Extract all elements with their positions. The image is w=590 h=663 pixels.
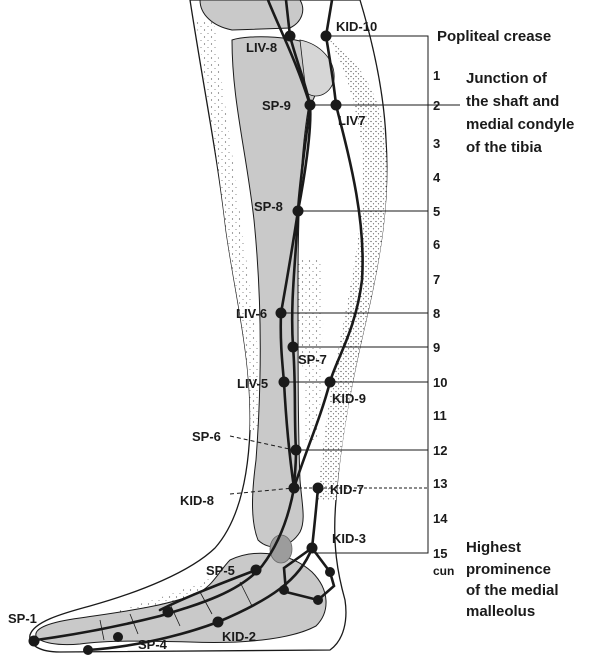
liv7-label: LIV7 (338, 113, 365, 128)
sp9-point[interactable] (305, 100, 316, 111)
scale-5: 5 (433, 204, 440, 219)
scale-4: 4 (433, 170, 441, 185)
sp7-point[interactable] (288, 342, 299, 353)
kid3-point[interactable] (307, 543, 318, 554)
malleolus-note-3: of the medial (466, 582, 559, 599)
sp9-label: SP-9 (262, 98, 291, 113)
junction-note-1: Junction of (466, 70, 548, 87)
sp4-point[interactable] (163, 607, 174, 618)
sp7-label: SP-7 (298, 352, 327, 367)
scale-9: 9 (433, 340, 440, 355)
liv8-label: LIV-8 (246, 40, 277, 55)
malleolus-note-4: malleolus (466, 603, 535, 620)
scale-10: 10 (433, 375, 447, 390)
junction-note-4: of the tibia (466, 139, 542, 156)
scale-15: 15 (433, 546, 447, 561)
sp6-point[interactable] (291, 445, 302, 456)
sp1-label: SP-1 (8, 611, 37, 626)
kid7-label: KID-7 (330, 482, 364, 497)
kid8-point[interactable] (289, 483, 300, 494)
scale-3: 3 (433, 136, 440, 151)
sp1-point[interactable] (29, 636, 40, 647)
kid10-label: KID-10 (336, 19, 377, 34)
liv6-point[interactable] (276, 308, 287, 319)
scale-8: 8 (433, 306, 440, 321)
scale-12: 12 (433, 443, 447, 458)
scale-2: 2 (433, 98, 440, 113)
sp5-point[interactable] (251, 565, 262, 576)
kid3-label: KID-3 (332, 531, 366, 546)
scale-11: 11 (433, 408, 447, 423)
sp3-point[interactable] (113, 632, 123, 642)
liv5-point[interactable] (279, 377, 290, 388)
kid5-point[interactable] (313, 595, 323, 605)
kid6-point[interactable] (279, 585, 289, 595)
sp8-label: SP-8 (254, 199, 283, 214)
popliteal-note: Popliteal crease (437, 28, 551, 45)
sp8-point[interactable] (293, 206, 304, 217)
kid10-point[interactable] (321, 31, 332, 42)
sp2-point[interactable] (83, 645, 93, 655)
scale-1: 1 (433, 68, 440, 83)
liv6-label: LIV-6 (236, 306, 267, 321)
scale-14: 14 (433, 511, 448, 526)
kid4-point[interactable] (325, 567, 335, 577)
sp6-label: SP-6 (192, 429, 221, 444)
cun-scale: 1 2 3 4 5 6 7 8 9 10 11 12 13 14 15 cun (433, 68, 454, 578)
landmark-notes: Popliteal crease Junction of the shaft a… (437, 28, 574, 620)
kid2-point[interactable] (213, 617, 224, 628)
kid8-label: KID-8 (180, 493, 214, 508)
kid9-point[interactable] (325, 377, 336, 388)
junction-note-3: medial condyle (466, 116, 574, 133)
kid7-point[interactable] (313, 483, 324, 494)
liv7-point[interactable] (331, 100, 342, 111)
kid2-label: KID-2 (222, 629, 256, 644)
scale-6: 6 (433, 237, 440, 252)
sp4-label: SP-4 (138, 637, 168, 652)
malleolus-note-1: Highest (466, 539, 521, 556)
sp5-label: SP-5 (206, 563, 235, 578)
kid9-label: KID-9 (332, 391, 366, 406)
junction-note-2: the shaft and (466, 93, 559, 110)
scale-13: 13 (433, 476, 447, 491)
scale-unit: cun (433, 564, 454, 578)
liv8-point[interactable] (285, 31, 296, 42)
liv5-label: LIV-5 (237, 376, 268, 391)
malleolus-note-2: prominence (466, 561, 551, 578)
scale-7: 7 (433, 272, 440, 287)
